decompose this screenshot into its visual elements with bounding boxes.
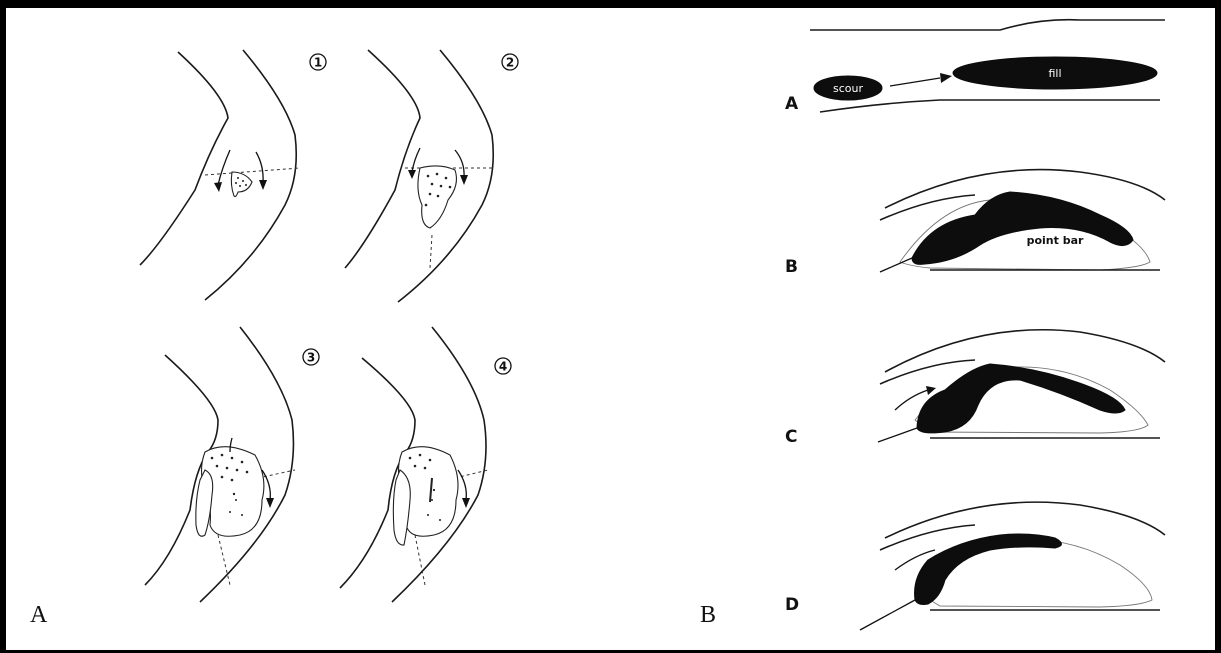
outer-bank bbox=[885, 330, 1165, 372]
cross-section-line bbox=[430, 235, 432, 268]
arrowhead bbox=[259, 180, 267, 190]
diagram-stage-d: D bbox=[785, 502, 1165, 630]
bend-stage-4: 4 bbox=[340, 327, 511, 602]
stage-letter: C bbox=[785, 427, 797, 447]
step-number: 3 bbox=[307, 351, 315, 365]
outer-bank bbox=[205, 50, 296, 300]
arrowhead bbox=[940, 73, 952, 83]
left-panel: 1 2 bbox=[30, 50, 518, 628]
diagram-stage-c: C bbox=[785, 330, 1165, 447]
diagram-stage-a: scour fill A bbox=[785, 20, 1165, 114]
panel-label-right: B bbox=[700, 602, 716, 628]
fill-label: fill bbox=[1048, 67, 1061, 80]
arrowhead bbox=[408, 170, 416, 179]
bend-stage-3: 3 bbox=[145, 327, 319, 602]
scour-to-fill-arrow bbox=[890, 78, 940, 86]
right-panel: scour fill A point bar B bbox=[700, 20, 1165, 630]
diagram-stage-b: point bar B bbox=[785, 170, 1165, 277]
bend-stage-1: 1 bbox=[140, 50, 326, 300]
step-number: 4 bbox=[499, 360, 507, 374]
stage-letter: A bbox=[785, 94, 799, 114]
flow-arrow bbox=[458, 470, 466, 500]
channel-fill-deposit bbox=[915, 534, 1062, 605]
flow-line bbox=[878, 428, 917, 442]
channel-fill-deposit bbox=[917, 364, 1125, 433]
arrowhead bbox=[462, 498, 470, 508]
channel-fill-deposit bbox=[912, 192, 1133, 264]
scour-label: scour bbox=[833, 82, 863, 95]
step-number: 2 bbox=[506, 56, 514, 70]
inner-bank bbox=[140, 52, 228, 265]
upper-bank bbox=[810, 20, 1165, 30]
cross-section-line bbox=[205, 168, 300, 175]
panel-label-left: A bbox=[30, 602, 48, 628]
point-bar-label: point bar bbox=[1027, 234, 1084, 247]
lower-bank bbox=[820, 100, 1160, 112]
flow-arrow bbox=[218, 150, 230, 185]
flow-line bbox=[860, 600, 915, 630]
bend-stage-2: 2 bbox=[345, 50, 518, 302]
bar-deposit bbox=[231, 172, 252, 197]
flow-line bbox=[880, 258, 912, 272]
step-number: 1 bbox=[314, 56, 322, 70]
arrowhead bbox=[214, 182, 222, 192]
arrowhead bbox=[926, 386, 936, 395]
stage-letter: B bbox=[785, 257, 798, 277]
inner-bank bbox=[345, 50, 420, 268]
arrowhead bbox=[266, 498, 274, 508]
stage-letter: D bbox=[785, 595, 799, 615]
chute-lobe bbox=[393, 470, 410, 545]
flow-arrow bbox=[256, 152, 263, 182]
arrowhead bbox=[460, 175, 468, 185]
